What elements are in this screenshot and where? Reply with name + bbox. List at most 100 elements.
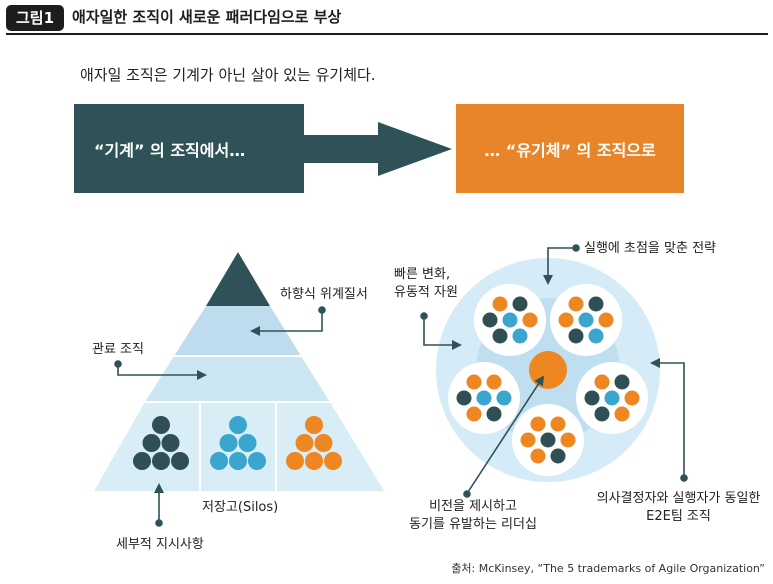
silo-member-dot <box>248 452 266 470</box>
silo-member-dot <box>286 452 304 470</box>
source-citation: 출처: McKinsey, “The 5 trademarks of Agile… <box>451 562 765 575</box>
cell-member-dot <box>476 390 492 406</box>
silo-member-dot <box>229 452 247 470</box>
cell-member-dot <box>530 416 546 432</box>
figure-title: 애자일한 조직이 새로운 패러다임으로 부상 <box>72 8 342 26</box>
cell-member-dot <box>502 312 518 328</box>
cell-member-dot <box>492 328 508 344</box>
pointer-resources <box>423 318 462 350</box>
cell-member-dot <box>584 390 600 406</box>
pyramid-tier-management <box>174 306 301 356</box>
cell-member-dot <box>568 328 584 344</box>
figure-badge: 그림1 <box>6 5 64 31</box>
hierarchy-pyramid <box>94 252 384 491</box>
pyramid-pointers <box>114 306 326 527</box>
silo-member-dot <box>142 434 161 452</box>
label-leadership-line2: 동기를 유발하는 리더십 <box>409 517 537 532</box>
cell-member-dot <box>594 406 610 422</box>
silo-member-dot <box>210 452 228 470</box>
organism-pointers <box>420 244 688 498</box>
label-bureaucracy: 관료 조직 <box>92 342 144 357</box>
machine-organization-box: “기계” 의 조직에서… <box>74 104 304 193</box>
cell-member-dot <box>624 390 640 406</box>
pointer-resources-dot <box>420 312 428 320</box>
cell-member-dot <box>568 296 584 312</box>
cell-member-dot <box>560 432 576 448</box>
pointer-e2e <box>650 358 685 476</box>
pyramid-tier-silos <box>94 402 384 491</box>
cell-member-dot <box>486 406 502 422</box>
machine-organization-label: “기계” 의 조직에서… <box>94 140 246 160</box>
cell-member-dot <box>512 296 528 312</box>
label-fluid-resources-line1: 빠른 변화, <box>394 267 451 282</box>
silo-member-dot <box>219 434 238 452</box>
label-e2e-teams-line1: 의사결정자와 실행자가 동일한 <box>596 491 761 506</box>
cell-member-dot <box>550 448 566 464</box>
label-execution-strategy: 실행에 초점을 맞춘 전략 <box>584 241 716 256</box>
pointer-hierarchy <box>250 312 323 336</box>
pointer-leadership <box>467 375 545 493</box>
pointer-leadership-dot <box>463 490 471 498</box>
pointer-strategy-dot <box>572 244 580 252</box>
cell-member-dot <box>522 312 538 328</box>
label-leadership-line1: 비전을 제시하고 <box>429 499 517 514</box>
silo-member-dot <box>152 416 170 434</box>
cell-member-dot <box>588 328 604 344</box>
organism-organization-label: … “유기체” 의 조직으로 <box>484 140 656 160</box>
cell-member-dot <box>594 374 610 390</box>
organism-core <box>529 351 567 389</box>
pointer-bureaucracy-dot <box>114 360 122 368</box>
silo-member-dot <box>305 416 323 434</box>
cell-member-dot <box>482 312 498 328</box>
silo-member-dot <box>133 452 151 470</box>
label-fluid-resources-line2: 유동적 자원 <box>394 285 458 300</box>
silo-member-dot <box>295 434 314 452</box>
cell-member-dot <box>466 374 482 390</box>
cell-member-dot <box>520 432 536 448</box>
pyramid-tier-bureaucracy <box>145 356 330 402</box>
silo-dot-groups <box>133 416 342 470</box>
cell-member-dot <box>496 390 512 406</box>
cell-member-dot <box>466 406 482 422</box>
transition-arrow <box>304 122 452 176</box>
figure-header: 그림1 애자일한 조직이 새로운 패러다임으로 부상 <box>0 0 773 35</box>
label-silos: 저장고(Silos) <box>202 500 279 515</box>
silo-member-dot <box>314 434 333 452</box>
cell-member-dot <box>550 416 566 432</box>
cell-member-dot <box>486 374 502 390</box>
organism-organization-box: … “유기체” 의 조직으로 <box>456 104 684 193</box>
silo-member-dot <box>324 452 342 470</box>
silo-member-dot <box>305 452 323 470</box>
cell-member-dot <box>456 390 472 406</box>
pointer-hierarchy-dot <box>318 306 326 314</box>
cell-member-dot <box>512 328 528 344</box>
pointer-strategy <box>543 247 574 285</box>
silo-member-dot <box>229 416 247 434</box>
cell-member-dot <box>588 296 604 312</box>
organism-diagram <box>436 258 660 482</box>
cell-member-dot <box>604 390 620 406</box>
cell-member-dot <box>492 296 508 312</box>
silo-member-dot <box>238 434 257 452</box>
cell-member-dot <box>530 448 546 464</box>
label-fluid-resources: 빠른 변화, 유동적 자원 <box>394 266 458 302</box>
header-divider <box>6 33 768 35</box>
label-top-down-hierarchy: 하향식 위계질서 <box>280 287 368 302</box>
silo-member-dot <box>161 434 180 452</box>
cell-member-dot <box>540 432 556 448</box>
label-e2e-teams-line2: E2E팀 조직 <box>646 509 711 524</box>
pointer-instructions-dot <box>155 519 163 527</box>
cell-member-dot <box>578 312 594 328</box>
subtitle: 애자일 조직은 기계가 아닌 살아 있는 유기체다. <box>80 66 376 84</box>
label-detailed-instructions: 세부적 지시사항 <box>116 537 204 552</box>
cell-member-dot <box>614 406 630 422</box>
cell-member-dot <box>558 312 574 328</box>
organism-cells <box>448 284 648 476</box>
label-leadership: 비전을 제시하고 동기를 유발하는 리더십 <box>398 498 548 534</box>
silo-member-dot <box>171 452 189 470</box>
pointer-e2e-dot <box>680 474 688 482</box>
cell-member-dot <box>598 312 614 328</box>
label-e2e-teams: 의사결정자와 실행자가 동일한 E2E팀 조직 <box>586 490 771 526</box>
pyramid-apex <box>206 252 270 306</box>
